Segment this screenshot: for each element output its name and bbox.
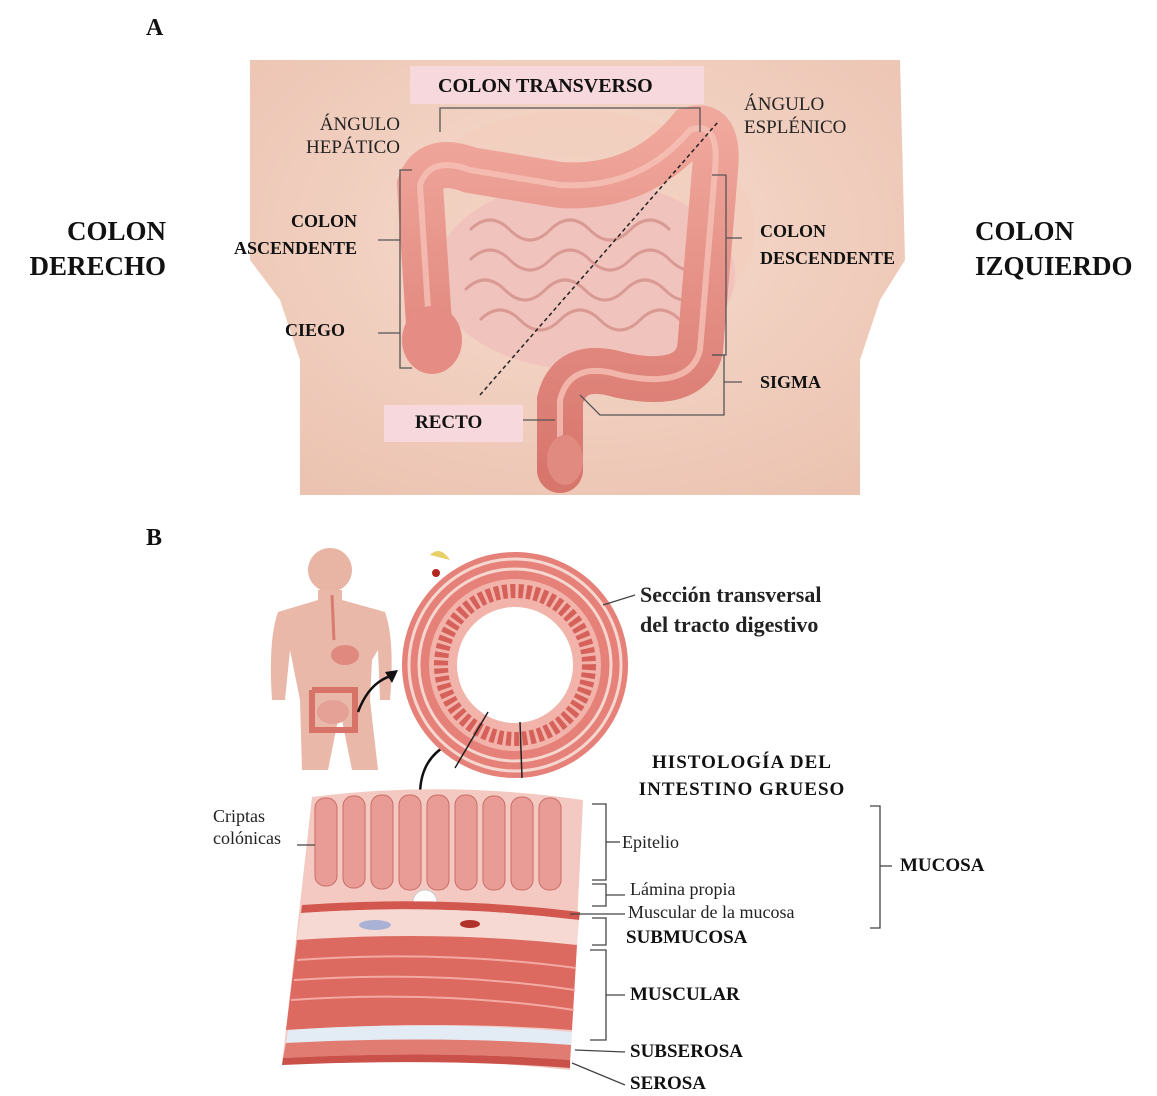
- seccion-transversal-line1: Sección transversal: [640, 580, 821, 610]
- lamina-propia-label: Lámina propia: [630, 879, 735, 901]
- epitelio-label: Epitelio: [622, 832, 679, 854]
- submucosa-label: SUBMUCOSA: [626, 927, 747, 950]
- histology-illustration: [282, 789, 583, 1070]
- colon-derecho-line2: DERECHO: [16, 249, 166, 284]
- histologia-line1: HISTOLOGÍA DEL: [628, 750, 856, 777]
- angulo-hepatico-label: ÁNGULO HEPÁTICO: [290, 114, 400, 160]
- angulo-esplenico-label: ÁNGULO ESPLÉNICO: [744, 94, 846, 140]
- colon-ascendente-line1: COLON: [200, 208, 357, 235]
- recto-label: RECTO: [415, 412, 482, 435]
- histologia-line2: INTESTINO GRUESO: [628, 777, 856, 804]
- criptas-label: Criptas colónicas: [213, 806, 281, 849]
- human-figure-illustration: [271, 548, 392, 770]
- criptas-line1: Criptas: [213, 806, 281, 828]
- histologia-label: HISTOLOGÍA DEL INTESTINO GRUESO: [628, 750, 856, 803]
- colon-ascendente-line2: ASCENDENTE: [200, 235, 357, 262]
- colon-descendente-line2: DESCENDENTE: [760, 245, 895, 272]
- sigma-label: SIGMA: [760, 372, 821, 394]
- colon-derecho-line1: COLON: [16, 214, 166, 249]
- colon-transverso-label: COLON TRANSVERSO: [438, 74, 653, 98]
- colon-descendente-label: COLON DESCENDENTE: [760, 218, 895, 272]
- angulo-esplenico-line2: ESPLÉNICO: [744, 117, 846, 140]
- seccion-transversal-label: Sección transversal del tracto digestivo: [640, 580, 821, 639]
- colon-izquierdo-line1: COLON: [975, 214, 1133, 249]
- subserosa-label: SUBSEROSA: [630, 1041, 743, 1064]
- seccion-transversal-line2: del tracto digestivo: [640, 610, 821, 640]
- serosa-label: SEROSA: [630, 1073, 706, 1096]
- mucosa-label: MUCOSA: [900, 855, 984, 878]
- angulo-esplenico-line1: ÁNGULO: [744, 94, 846, 117]
- criptas-line2: colónicas: [213, 828, 281, 850]
- colon-ascendente-label: COLON ASCENDENTE: [200, 208, 357, 262]
- colon-descendente-line1: COLON: [760, 218, 895, 245]
- cross-section-illustration: [402, 551, 628, 778]
- angulo-hepatico-line1: ÁNGULO: [290, 114, 400, 137]
- muscular-label: MUSCULAR: [630, 984, 740, 1007]
- ciego-label: CIEGO: [285, 320, 345, 342]
- colon-derecho-label: COLON DERECHO: [16, 214, 166, 284]
- colon-izquierdo-label: COLON IZQUIERDO: [975, 214, 1133, 284]
- panel-a-letter: A: [146, 14, 163, 43]
- angulo-hepatico-line2: HEPÁTICO: [290, 137, 400, 160]
- panel-b-letter: B: [146, 524, 162, 553]
- colon-izquierdo-line2: IZQUIERDO: [975, 249, 1133, 284]
- muscular-mucosa-label: Muscular de la mucosa: [628, 902, 794, 924]
